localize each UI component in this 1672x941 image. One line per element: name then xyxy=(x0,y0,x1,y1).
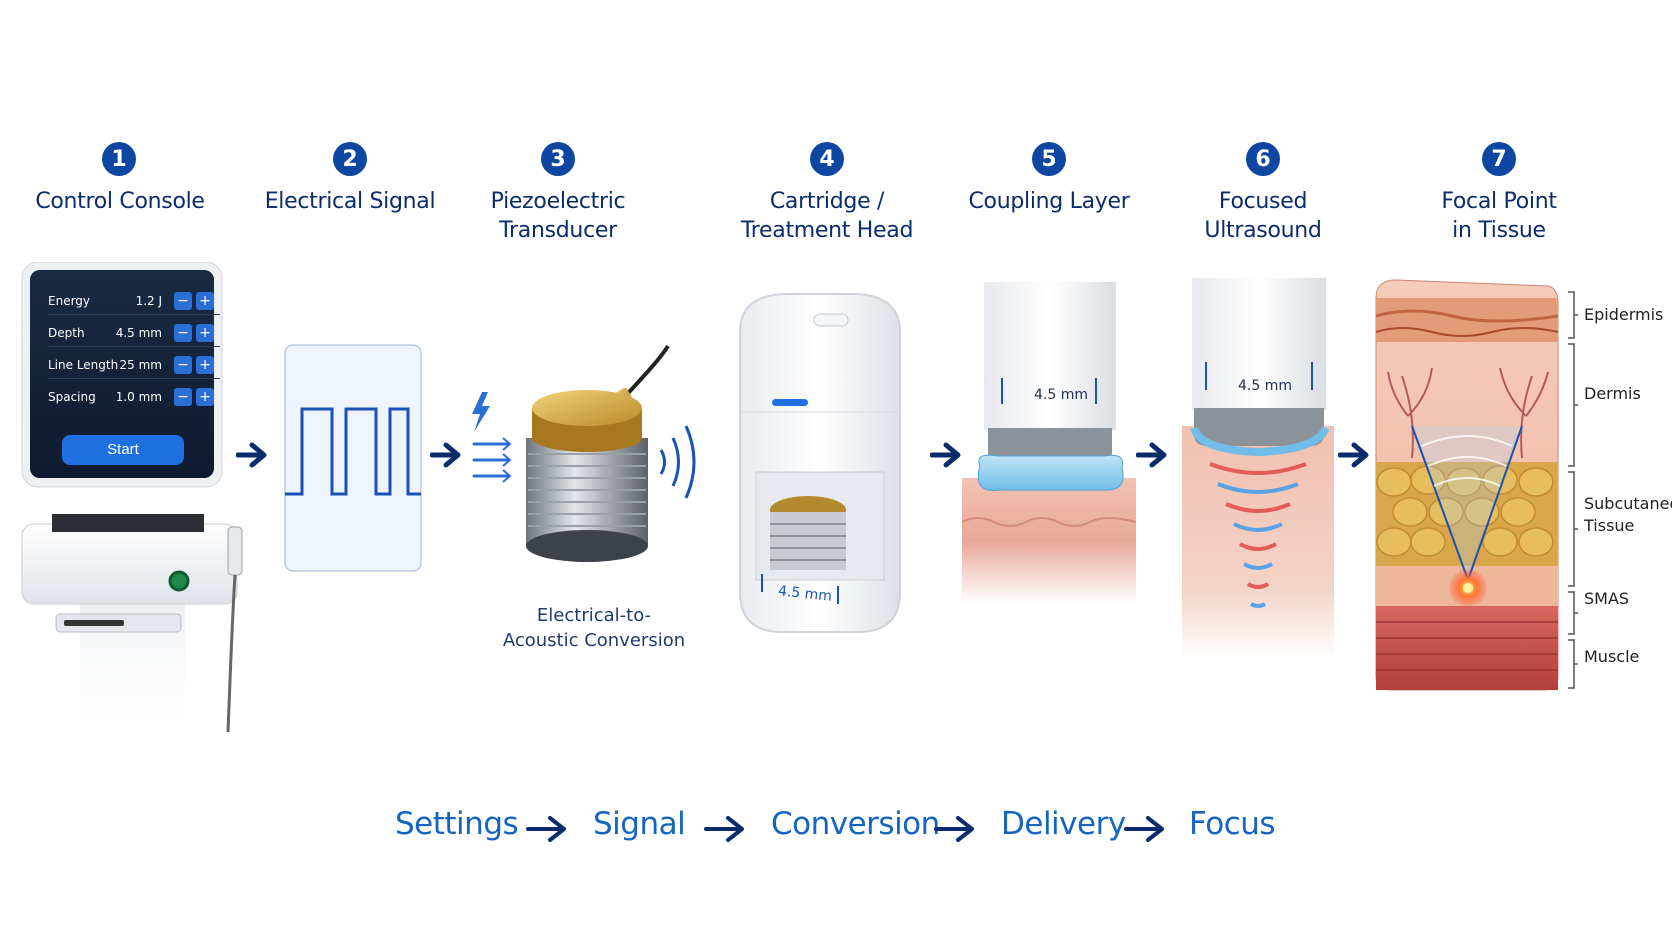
step-4-title-line1: Cartridge / xyxy=(769,189,885,214)
flow-focus: Focus xyxy=(1189,806,1276,842)
spacing-increase-button[interactable]: + xyxy=(196,388,214,406)
layer-label-tissue: Tissue xyxy=(1584,516,1635,535)
layer-label-dermis: Dermis xyxy=(1584,384,1641,403)
step-4-title-line2: Treatment Head xyxy=(740,218,914,243)
transducer-caption-line2: Acoustic Conversion xyxy=(502,630,686,651)
step-7-number: 7 xyxy=(1482,142,1516,176)
depth-label: Depth xyxy=(48,326,85,340)
step-3-title-line2: Transducer xyxy=(499,218,617,243)
tissue-layer-brackets xyxy=(1568,291,1578,689)
step-5-title: Coupling Layer xyxy=(959,187,1139,216)
step-7-title: Focal Point in Tissue xyxy=(1409,187,1589,245)
console-row-spacing: Spacing 1.0 mm − + xyxy=(48,384,220,410)
step-1-title-line1: Control Console xyxy=(35,189,205,214)
step-7-title-line1: Focal Point xyxy=(1441,189,1557,214)
step-6-title: Focused Ultrasound xyxy=(1173,187,1353,245)
step-1-title: Control Console xyxy=(30,187,210,216)
step-1-number: 1 xyxy=(102,142,136,176)
step-4-number: 4 xyxy=(810,142,844,176)
coupling-layer-illustration xyxy=(961,282,1137,604)
step-6-title-line2: Ultrasound xyxy=(1204,218,1322,243)
flow-arrow-4-icon xyxy=(1124,816,1164,842)
flow-settings: Settings xyxy=(395,806,519,842)
tissue-cross-section xyxy=(1375,279,1559,691)
step-5-number: 5 xyxy=(1032,142,1066,176)
console-row-energy: Energy 1.2 J − + xyxy=(48,288,220,315)
flow-conversion: Conversion xyxy=(771,806,940,842)
step-2-title-line1: Electrical Signal xyxy=(264,189,436,214)
transducer-caption-line1: Electrical-to- xyxy=(536,605,652,626)
step-3-number: 3 xyxy=(541,142,575,176)
depth-increase-button[interactable]: + xyxy=(196,324,214,342)
step-6-title-line1: Focused xyxy=(1218,189,1308,214)
flow-arrow-2-icon xyxy=(704,816,744,842)
step-7-title-line2: in Tissue xyxy=(1452,218,1546,243)
line-length-value: 25 mm xyxy=(119,358,162,372)
step-4-title: Cartridge / Treatment Head xyxy=(737,187,917,245)
control-console: Energy 1.2 J − + Depth 4.5 mm − + Line L… xyxy=(0,261,250,742)
layer-label-muscle: Muscle xyxy=(1584,647,1640,666)
focused-depth-label: 4.5 mm xyxy=(1238,378,1292,394)
layer-label-epidermis: Epidermis xyxy=(1584,305,1664,324)
coupling-depth-label: 4.5 mm xyxy=(1034,387,1088,403)
line-length-decrease-button[interactable]: − xyxy=(174,356,192,374)
step-3-title: Piezoelectric Transducer xyxy=(468,187,648,245)
step-2-title: Electrical Signal xyxy=(260,187,440,216)
flow-delivery: Delivery xyxy=(1001,806,1126,842)
arrow-1-icon xyxy=(236,442,267,468)
depth-decrease-button[interactable]: − xyxy=(174,324,192,342)
arrow-6-icon xyxy=(1338,442,1369,468)
energy-label: Energy xyxy=(48,294,91,308)
flow-arrow-1-icon xyxy=(526,816,566,842)
arrow-4-icon xyxy=(930,442,961,468)
cartridge-illustration xyxy=(739,293,901,633)
piezo-transducer-illustration xyxy=(472,344,696,562)
square-wave-signal xyxy=(284,344,422,572)
line-length-increase-button[interactable]: + xyxy=(196,356,214,374)
spacing-label: Spacing xyxy=(48,390,96,404)
depth-value: 4.5 mm xyxy=(115,326,162,340)
step-5-title-line1: Coupling Layer xyxy=(968,189,1130,214)
energy-increase-button[interactable]: + xyxy=(196,292,214,310)
flow-arrow-3-icon xyxy=(934,816,974,842)
start-button[interactable]: Start xyxy=(62,435,184,465)
arrow-2-icon xyxy=(430,442,461,468)
arrow-5-icon xyxy=(1136,442,1167,468)
process-flow: Settings Signal Conversion Delivery Focu… xyxy=(0,806,1672,856)
step-2-number: 2 xyxy=(333,142,367,176)
line-length-label: Line Length xyxy=(48,358,119,372)
focused-ultrasound-illustration xyxy=(1182,278,1334,658)
console-row-depth: Depth 4.5 mm − + xyxy=(48,320,220,347)
layer-label-smas: SMAS xyxy=(1584,589,1630,608)
console-row-line-length: Line Length 25 mm − + xyxy=(48,352,220,379)
energy-decrease-button[interactable]: − xyxy=(174,292,192,310)
step-3-title-line1: Piezoelectric xyxy=(490,189,626,214)
layer-label-subcutaneous: Subcutaneous xyxy=(1584,494,1672,513)
transducer-caption: Electrical-to- Acoustic Conversion xyxy=(484,603,704,653)
spacing-decrease-button[interactable]: − xyxy=(174,388,192,406)
console-screen: Energy 1.2 J − + Depth 4.5 mm − + Line L… xyxy=(30,270,220,478)
flow-signal: Signal xyxy=(593,806,686,842)
spacing-value: 1.0 mm xyxy=(115,390,162,404)
step-6-number: 6 xyxy=(1246,142,1280,176)
energy-value: 1.2 J xyxy=(135,294,162,308)
